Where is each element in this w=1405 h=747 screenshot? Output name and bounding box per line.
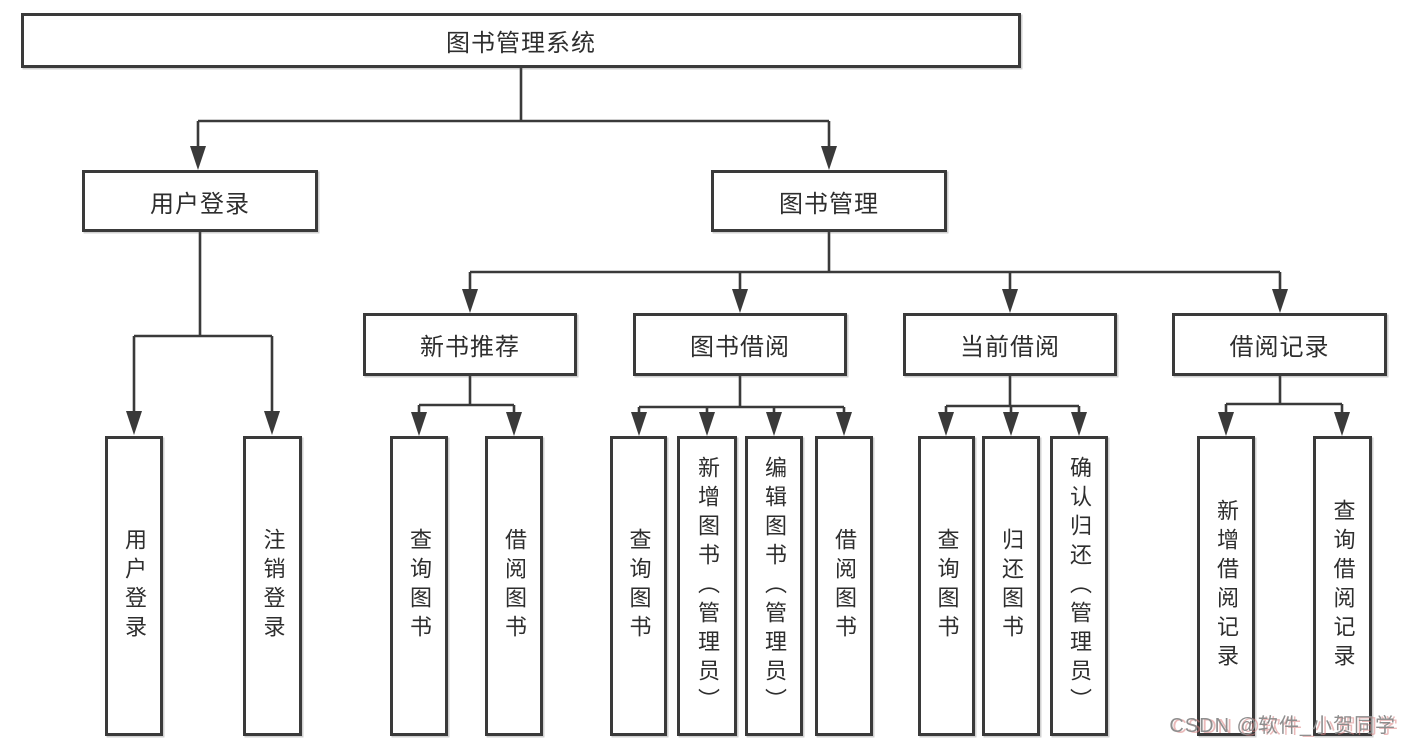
node-root: 图书管理系统 (21, 13, 1021, 68)
leaf-cb-query-book-label: 查询图书 (934, 528, 960, 644)
leaf-bb-add-book-admin-label: 新增图书（管理员） (695, 455, 720, 717)
leaf-logout: 注销登录 (243, 436, 302, 736)
connector-new-book-to-leaves (411, 376, 522, 436)
leaf-bb-borrow-book: 借阅图书 (815, 436, 873, 736)
leaf-user-login-label: 用户登录 (122, 528, 147, 644)
leaf-newrec-borrow-book-label: 借阅图书 (502, 528, 527, 644)
node-new-book-rec: 新书推荐 (363, 313, 577, 376)
leaf-cb-query-book: 查询图书 (918, 436, 975, 736)
leaf-bb-edit-book-admin: 编辑图书（管理员） (745, 436, 803, 736)
leaf-bb-query-book-label: 查询图书 (626, 528, 652, 644)
leaf-cb-confirm-return-admin: 确认归还（管理员） (1050, 436, 1108, 736)
leaf-bb-query-book: 查询图书 (610, 436, 667, 736)
leaf-newrec-borrow-book: 借阅图书 (485, 436, 543, 736)
connector-current-to-leaves (938, 376, 1087, 436)
node-borrow-records-label: 借阅记录 (1229, 334, 1330, 361)
leaf-cb-return-book-label: 归还图书 (999, 528, 1024, 644)
leaf-br-query-record-label: 查询借阅记录 (1330, 499, 1356, 673)
node-book-borrow: 图书借阅 (633, 313, 847, 376)
leaf-logout-label: 注销登录 (260, 528, 286, 644)
connector-book-mgmt-to-level3 (462, 232, 1288, 313)
node-book-mgmt-label: 图书管理 (779, 190, 879, 218)
connector-user-login-to-leaves (126, 232, 280, 435)
leaf-bb-borrow-book-label: 借阅图书 (832, 528, 857, 644)
leaf-br-query-record: 查询借阅记录 (1313, 436, 1372, 736)
leaf-newrec-query-book: 查询图书 (390, 436, 448, 736)
connector-borrow-to-leaves (631, 376, 852, 436)
node-borrow-records: 借阅记录 (1172, 313, 1387, 376)
node-book-borrow-label: 图书借阅 (690, 334, 790, 361)
node-user-login: 用户登录 (82, 170, 318, 232)
leaf-cb-return-book: 归还图书 (982, 436, 1040, 736)
leaf-bb-add-book-admin: 新增图书（管理员） (677, 436, 737, 736)
connector-records-to-leaves (1218, 375, 1350, 436)
leaf-bb-edit-book-admin-label: 编辑图书（管理员） (762, 455, 787, 717)
node-book-mgmt: 图书管理 (711, 170, 947, 232)
node-current-borrow: 当前借阅 (903, 313, 1117, 376)
leaf-br-add-record-label: 新增借阅记录 (1214, 499, 1239, 673)
connector-root-to-level2 (190, 68, 837, 170)
node-current-borrow-label: 当前借阅 (960, 334, 1060, 361)
node-new-book-rec-label: 新书推荐 (420, 334, 520, 361)
node-user-login-label: 用户登录 (150, 190, 250, 218)
leaf-newrec-query-book-label: 查询图书 (407, 528, 432, 644)
watermark: CSDN @软件_小贺同学 (1169, 715, 1396, 737)
node-root-label: 图书管理系统 (446, 30, 596, 57)
leaf-cb-confirm-return-admin-label: 确认归还（管理员） (1067, 455, 1092, 717)
leaf-br-add-record: 新增借阅记录 (1197, 436, 1255, 736)
leaf-user-login: 用户登录 (105, 436, 163, 736)
